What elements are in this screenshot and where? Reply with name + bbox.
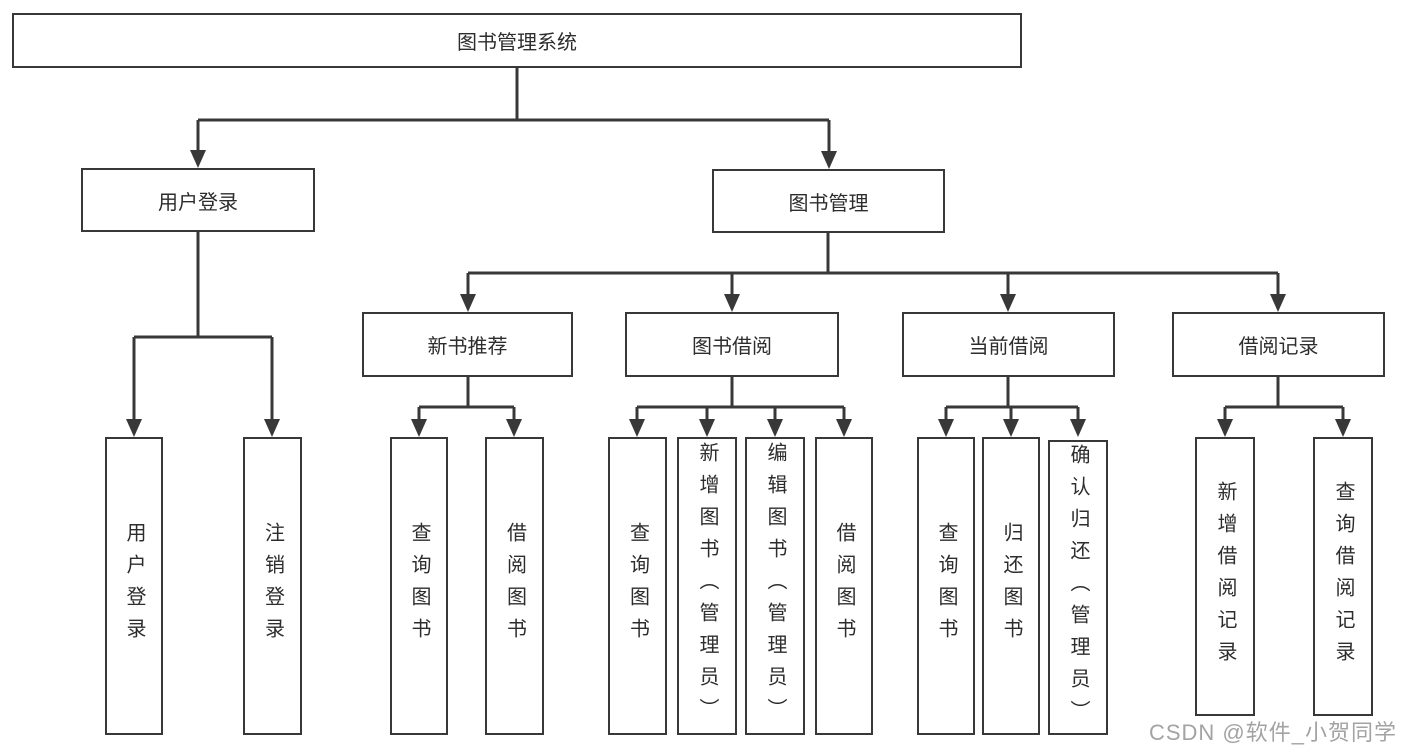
csdn-watermark: CSDN @软件_小贺同学 — [1148, 720, 1397, 745]
node-new-book-recommend: 新书推荐 — [362, 312, 573, 377]
leaf-edit-book-admin: 编辑图书（管理员） — [745, 437, 805, 735]
leaf-borrow-books-2: 借阅图书 — [815, 437, 873, 735]
leaf-borrow-books-1: 借阅图书 — [485, 437, 544, 735]
leaf-add-book-admin: 新增图书（管理员） — [677, 437, 737, 735]
connector-root-to-level2 — [196, 68, 831, 153]
leaf-logout: 注销登录 — [243, 437, 302, 735]
leaf-query-borrow-record: 查询借阅记录 — [1313, 437, 1373, 716]
leaf-return-book: 归还图书 — [982, 437, 1040, 735]
node-user-login: 用户登录 — [81, 168, 315, 232]
node-book-borrow: 图书借阅 — [625, 312, 839, 377]
connector-userlogin-to-leaves — [132, 232, 274, 421]
connector-bookborrow-to-leaves — [635, 377, 846, 421]
connector-newbook-to-leaves — [417, 377, 516, 421]
connector-borrowrecords-to-leaves — [1223, 377, 1345, 421]
connector-bookmgmt-to-level3 — [466, 233, 1280, 296]
node-root: 图书管理系统 — [12, 13, 1022, 68]
leaf-add-borrow-record: 新增借阅记录 — [1195, 437, 1255, 716]
leaf-user-login: 用户登录 — [105, 437, 163, 735]
leaf-query-books-1: 查询图书 — [390, 437, 448, 735]
connector-currentborrow-to-leaves — [944, 377, 1080, 421]
leaf-query-books-3: 查询图书 — [917, 437, 975, 735]
arrow-down-icons — [126, 150, 1351, 437]
leaf-query-books-2: 查询图书 — [608, 437, 667, 735]
leaf-confirm-return-admin: 确认归还（管理员） — [1048, 440, 1108, 735]
node-current-borrow: 当前借阅 — [902, 312, 1115, 377]
node-borrow-records: 借阅记录 — [1172, 312, 1385, 377]
node-book-management: 图书管理 — [712, 169, 945, 233]
